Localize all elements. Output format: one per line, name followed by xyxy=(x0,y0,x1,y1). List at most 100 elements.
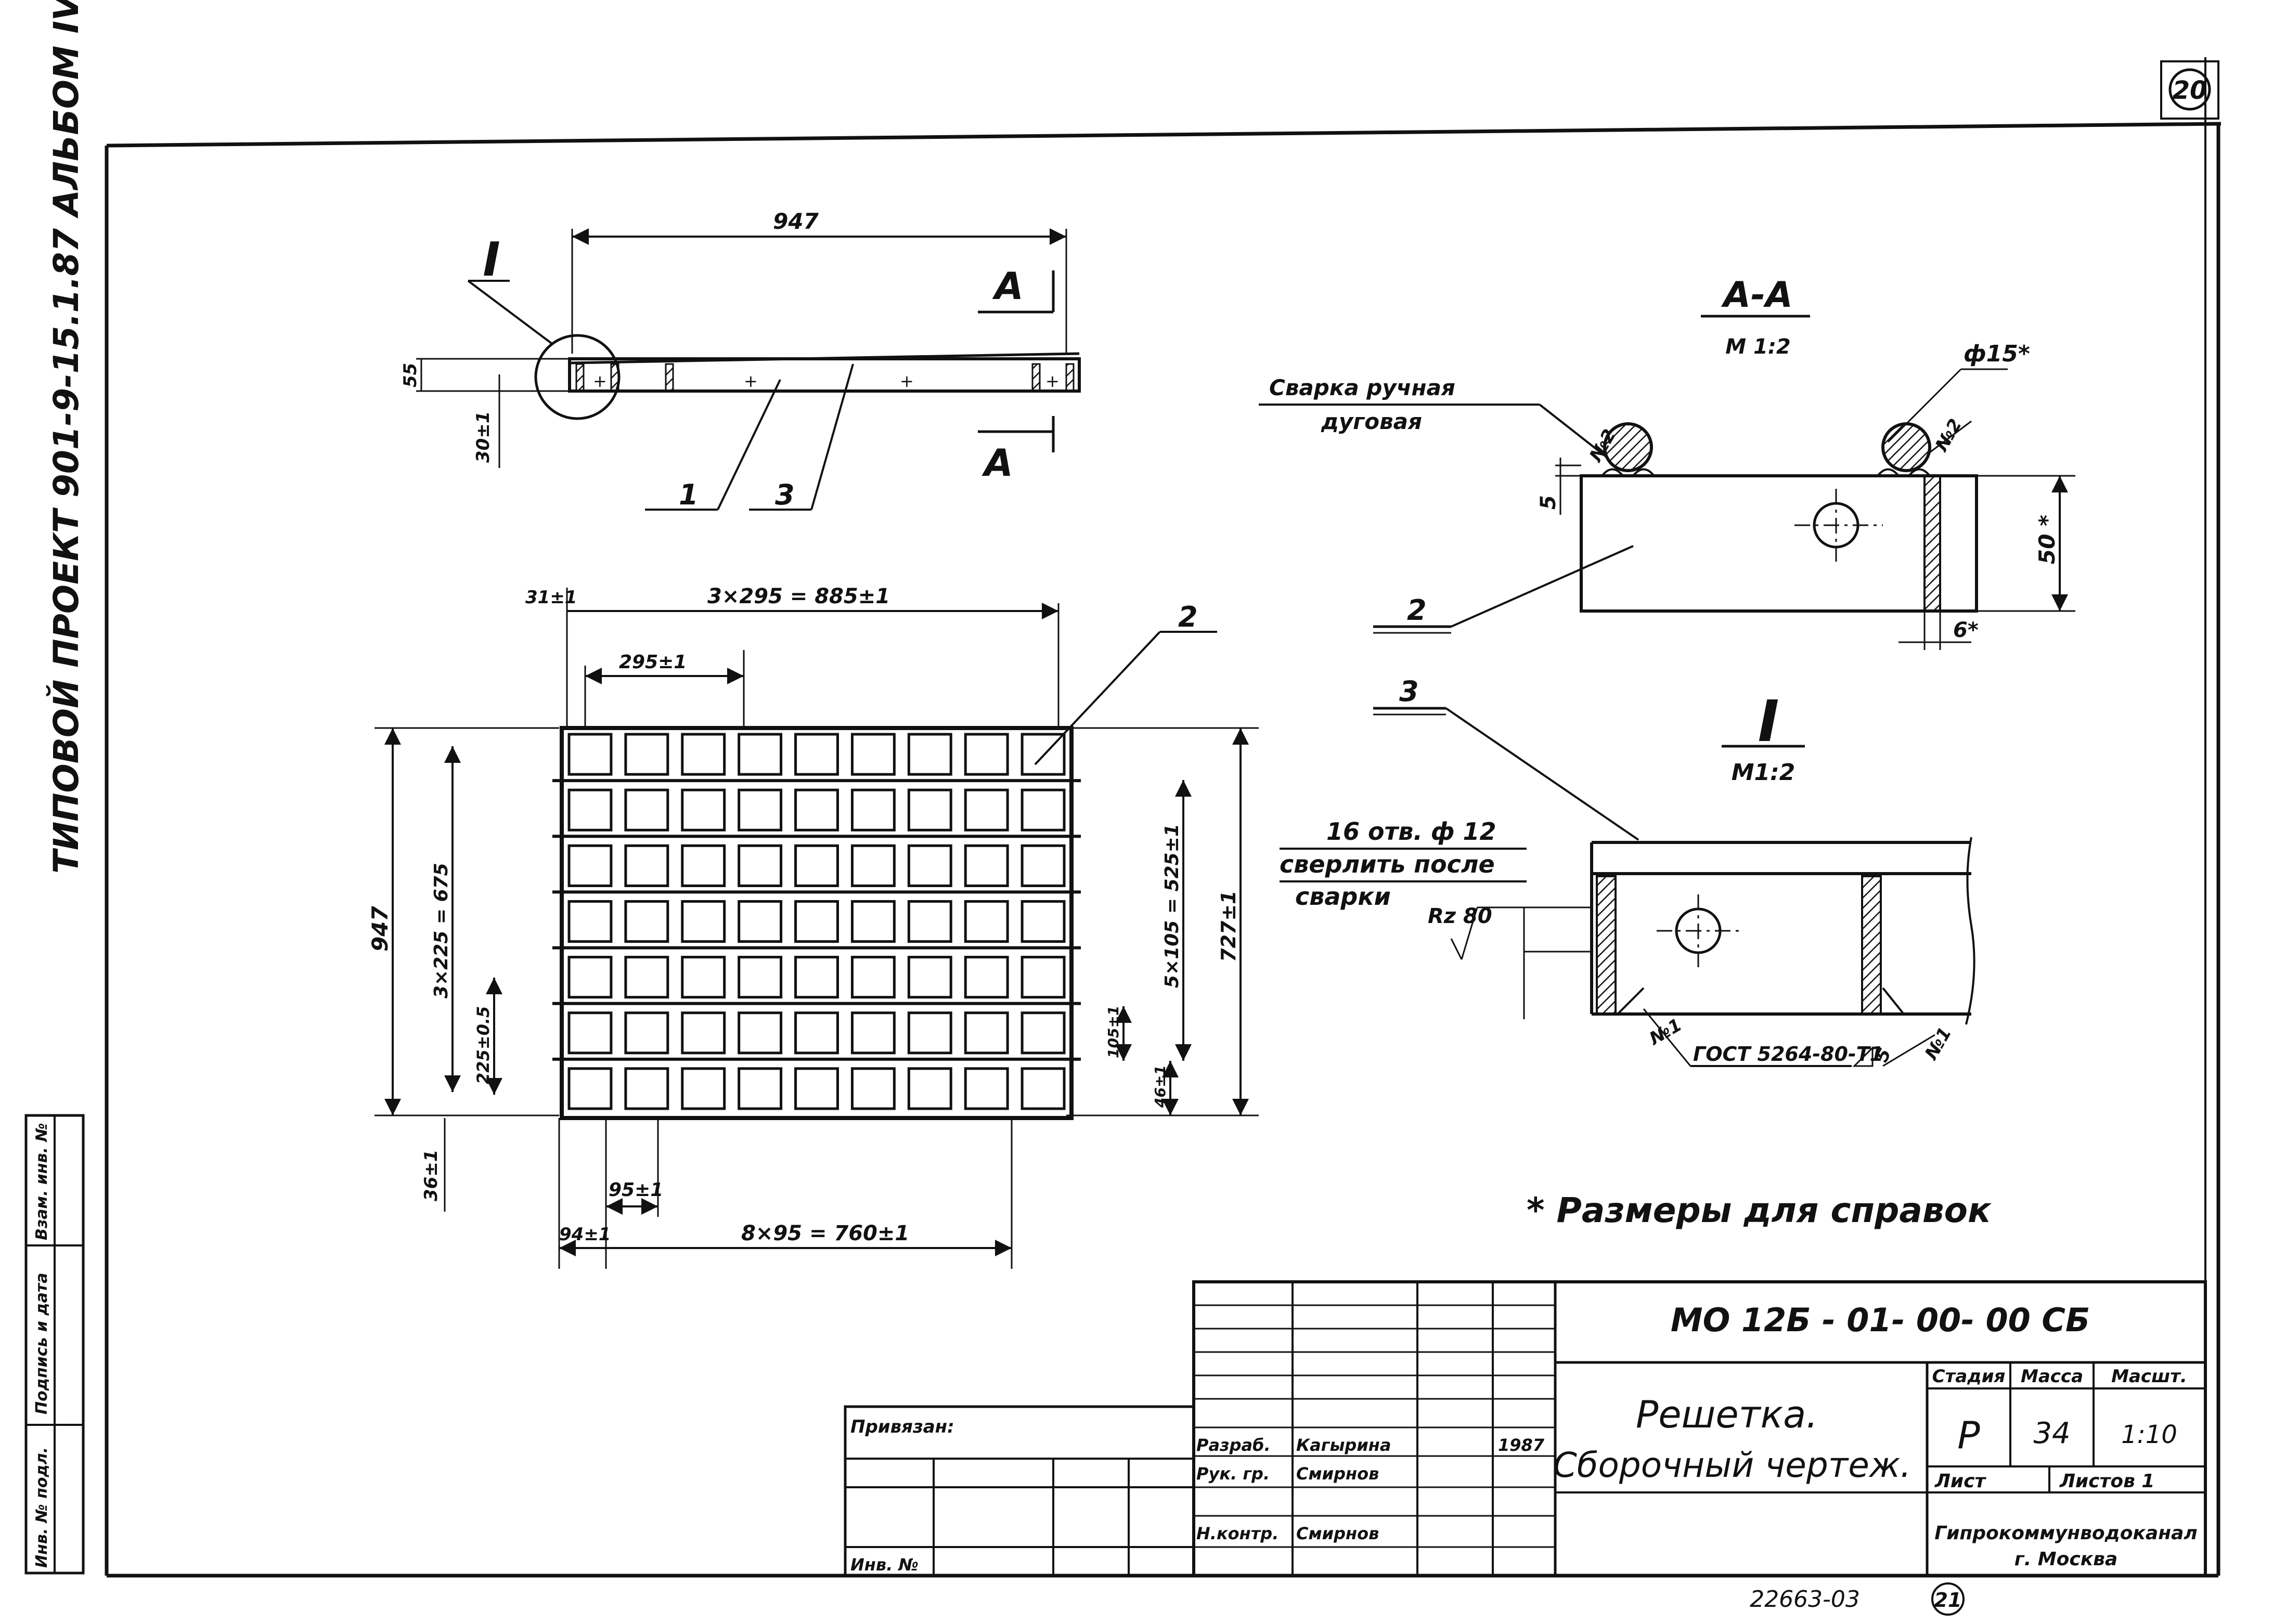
grating-cell xyxy=(624,956,669,999)
svg-text:Сборочный чертеж.: Сборочный чертеж. xyxy=(1553,1445,1912,1485)
grating-cell xyxy=(850,788,896,832)
svg-text:50 *: 50 * xyxy=(2034,515,2060,564)
grating-cell xyxy=(1021,900,1066,943)
section-aa: А-А М 1:2 Сварка ручная дуговая №2 №2 ф1… xyxy=(1259,275,2075,650)
role-label: Рук. гр. xyxy=(1196,1464,1270,1484)
svg-text:947: 947 xyxy=(773,209,819,234)
svg-text:36±1: 36±1 xyxy=(421,1150,442,1201)
grating-cell xyxy=(681,900,726,943)
svg-text:20: 20 xyxy=(2173,76,2207,105)
svg-text:727±1: 727±1 xyxy=(1217,890,1240,962)
grating-cell xyxy=(850,1067,896,1110)
grating-cell xyxy=(794,844,839,887)
svg-text:Инв. №: Инв. № xyxy=(850,1555,919,1575)
grating-outline xyxy=(560,726,1074,1120)
grating-cell xyxy=(681,1011,726,1055)
grating-cell xyxy=(567,733,613,776)
grating-cell xyxy=(624,1067,669,1110)
svg-text:Масса: Масса xyxy=(2021,1366,2083,1387)
grating-cell xyxy=(681,1067,726,1110)
svg-text:Решетка.: Решетка. xyxy=(1636,1393,1818,1436)
grating-cell xyxy=(567,900,613,943)
grating-cell xyxy=(964,844,1009,887)
svg-text:Лист: Лист xyxy=(1934,1471,1986,1492)
svg-text:+: + xyxy=(900,371,914,391)
svg-text:сверлить после: сверлить после xyxy=(1280,850,1495,878)
grating-cell xyxy=(1021,956,1066,999)
svg-text:Р: Р xyxy=(1957,1413,1980,1457)
svg-text:2: 2 xyxy=(1178,601,1198,633)
svg-text:16 отв. ф 12: 16 отв. ф 12 xyxy=(1326,817,1496,846)
grating-cell xyxy=(567,844,613,887)
svg-text:34: 34 xyxy=(2033,1417,2070,1450)
side-stamp: Инв. № подл. Подпись и дата Взам. инв. № xyxy=(24,1114,85,1575)
plan-view: 3×295 = 885±1 31±1 295±1 2 947 3×225 = 6… xyxy=(367,584,1259,1269)
svg-text:№1: №1 xyxy=(1920,1024,1956,1064)
grating-cell xyxy=(850,1011,896,1055)
grating-cell xyxy=(624,844,669,887)
grating-cell xyxy=(964,900,1009,943)
svg-text:№2: №2 xyxy=(1931,415,1966,456)
svg-text:5: 5 xyxy=(1536,495,1560,510)
grating-cell xyxy=(567,788,613,832)
role-label: Н.контр. xyxy=(1196,1524,1278,1543)
svg-text:46±1: 46±1 xyxy=(1152,1065,1169,1108)
svg-text:3: 3 xyxy=(1399,675,1419,708)
next-sheet-badge: 21 xyxy=(1931,1582,1965,1616)
grating-cell xyxy=(794,900,839,943)
top-view: 947 + + + + I 55 30±1 А А 1 xyxy=(400,209,1081,511)
grating-cell xyxy=(964,1067,1009,1110)
svg-text:Масшт.: Масшт. xyxy=(2111,1366,2187,1387)
grating-cell xyxy=(794,1011,839,1055)
archive-number: 22663-03 xyxy=(1750,1586,1860,1613)
grating-cell xyxy=(738,900,783,943)
grating-cell xyxy=(964,1011,1009,1055)
svg-text:+: + xyxy=(593,371,607,391)
grating-cell xyxy=(567,956,613,999)
grating-cell xyxy=(907,844,952,887)
grating-cell xyxy=(681,733,726,776)
svg-text:№1: №1 xyxy=(1645,1015,1686,1050)
svg-text:+: + xyxy=(744,371,758,391)
grating-cell xyxy=(738,733,783,776)
grating-cell xyxy=(1021,788,1066,832)
side-title: ТИПОВОЙ ПРОЕКТ 901-9-15.1.87 АЛЬБОМ IV xyxy=(46,0,86,874)
grating-cell xyxy=(1021,733,1066,776)
svg-text:3: 3 xyxy=(775,478,795,511)
svg-text:А: А xyxy=(981,441,1013,485)
sheet-frame xyxy=(105,57,2222,1578)
svg-text:г. Москва: г. Москва xyxy=(2014,1549,2117,1570)
svg-text:Rz 80: Rz 80 xyxy=(1428,904,1492,928)
grating-cell xyxy=(567,1067,613,1110)
svg-text:М 1:2: М 1:2 xyxy=(1725,335,1790,359)
svg-text:I: I xyxy=(1758,688,1779,755)
grating-cell xyxy=(850,733,896,776)
svg-text:6*: 6* xyxy=(1953,618,1979,642)
grating-cell xyxy=(907,956,952,999)
grating-cell xyxy=(1021,1067,1066,1110)
grating-cell xyxy=(624,900,669,943)
svg-text:30±1: 30±1 xyxy=(473,411,494,463)
svg-text:295±1: 295±1 xyxy=(619,652,687,673)
svg-text:дуговая: дуговая xyxy=(1321,409,1422,434)
grating-cell xyxy=(850,900,896,943)
grating-cell xyxy=(1021,1011,1066,1055)
svg-text:А: А xyxy=(992,264,1024,308)
role-date: 1987 xyxy=(1498,1435,1545,1455)
grating-cell xyxy=(964,733,1009,776)
grating-cell xyxy=(738,1011,783,1055)
svg-text:94±1: 94±1 xyxy=(559,1224,611,1245)
grating-cell xyxy=(907,788,952,832)
svg-text:947: 947 xyxy=(367,906,393,952)
svg-text:Привязан:: Привязан: xyxy=(850,1417,954,1437)
grating-cell xyxy=(738,844,783,887)
svg-text:I: I xyxy=(483,232,500,287)
svg-text:1:10: 1:10 xyxy=(2121,1420,2177,1449)
grating-cell xyxy=(907,1067,952,1110)
svg-text:Подпись и дата: Подпись и дата xyxy=(33,1273,51,1414)
grating-cell xyxy=(964,788,1009,832)
svg-text:31±1: 31±1 xyxy=(525,587,577,608)
svg-text:+: + xyxy=(1045,371,1060,391)
svg-text:3×295 = 885±1: 3×295 = 885±1 xyxy=(707,584,890,608)
svg-text:ф15*: ф15* xyxy=(1964,341,2030,367)
